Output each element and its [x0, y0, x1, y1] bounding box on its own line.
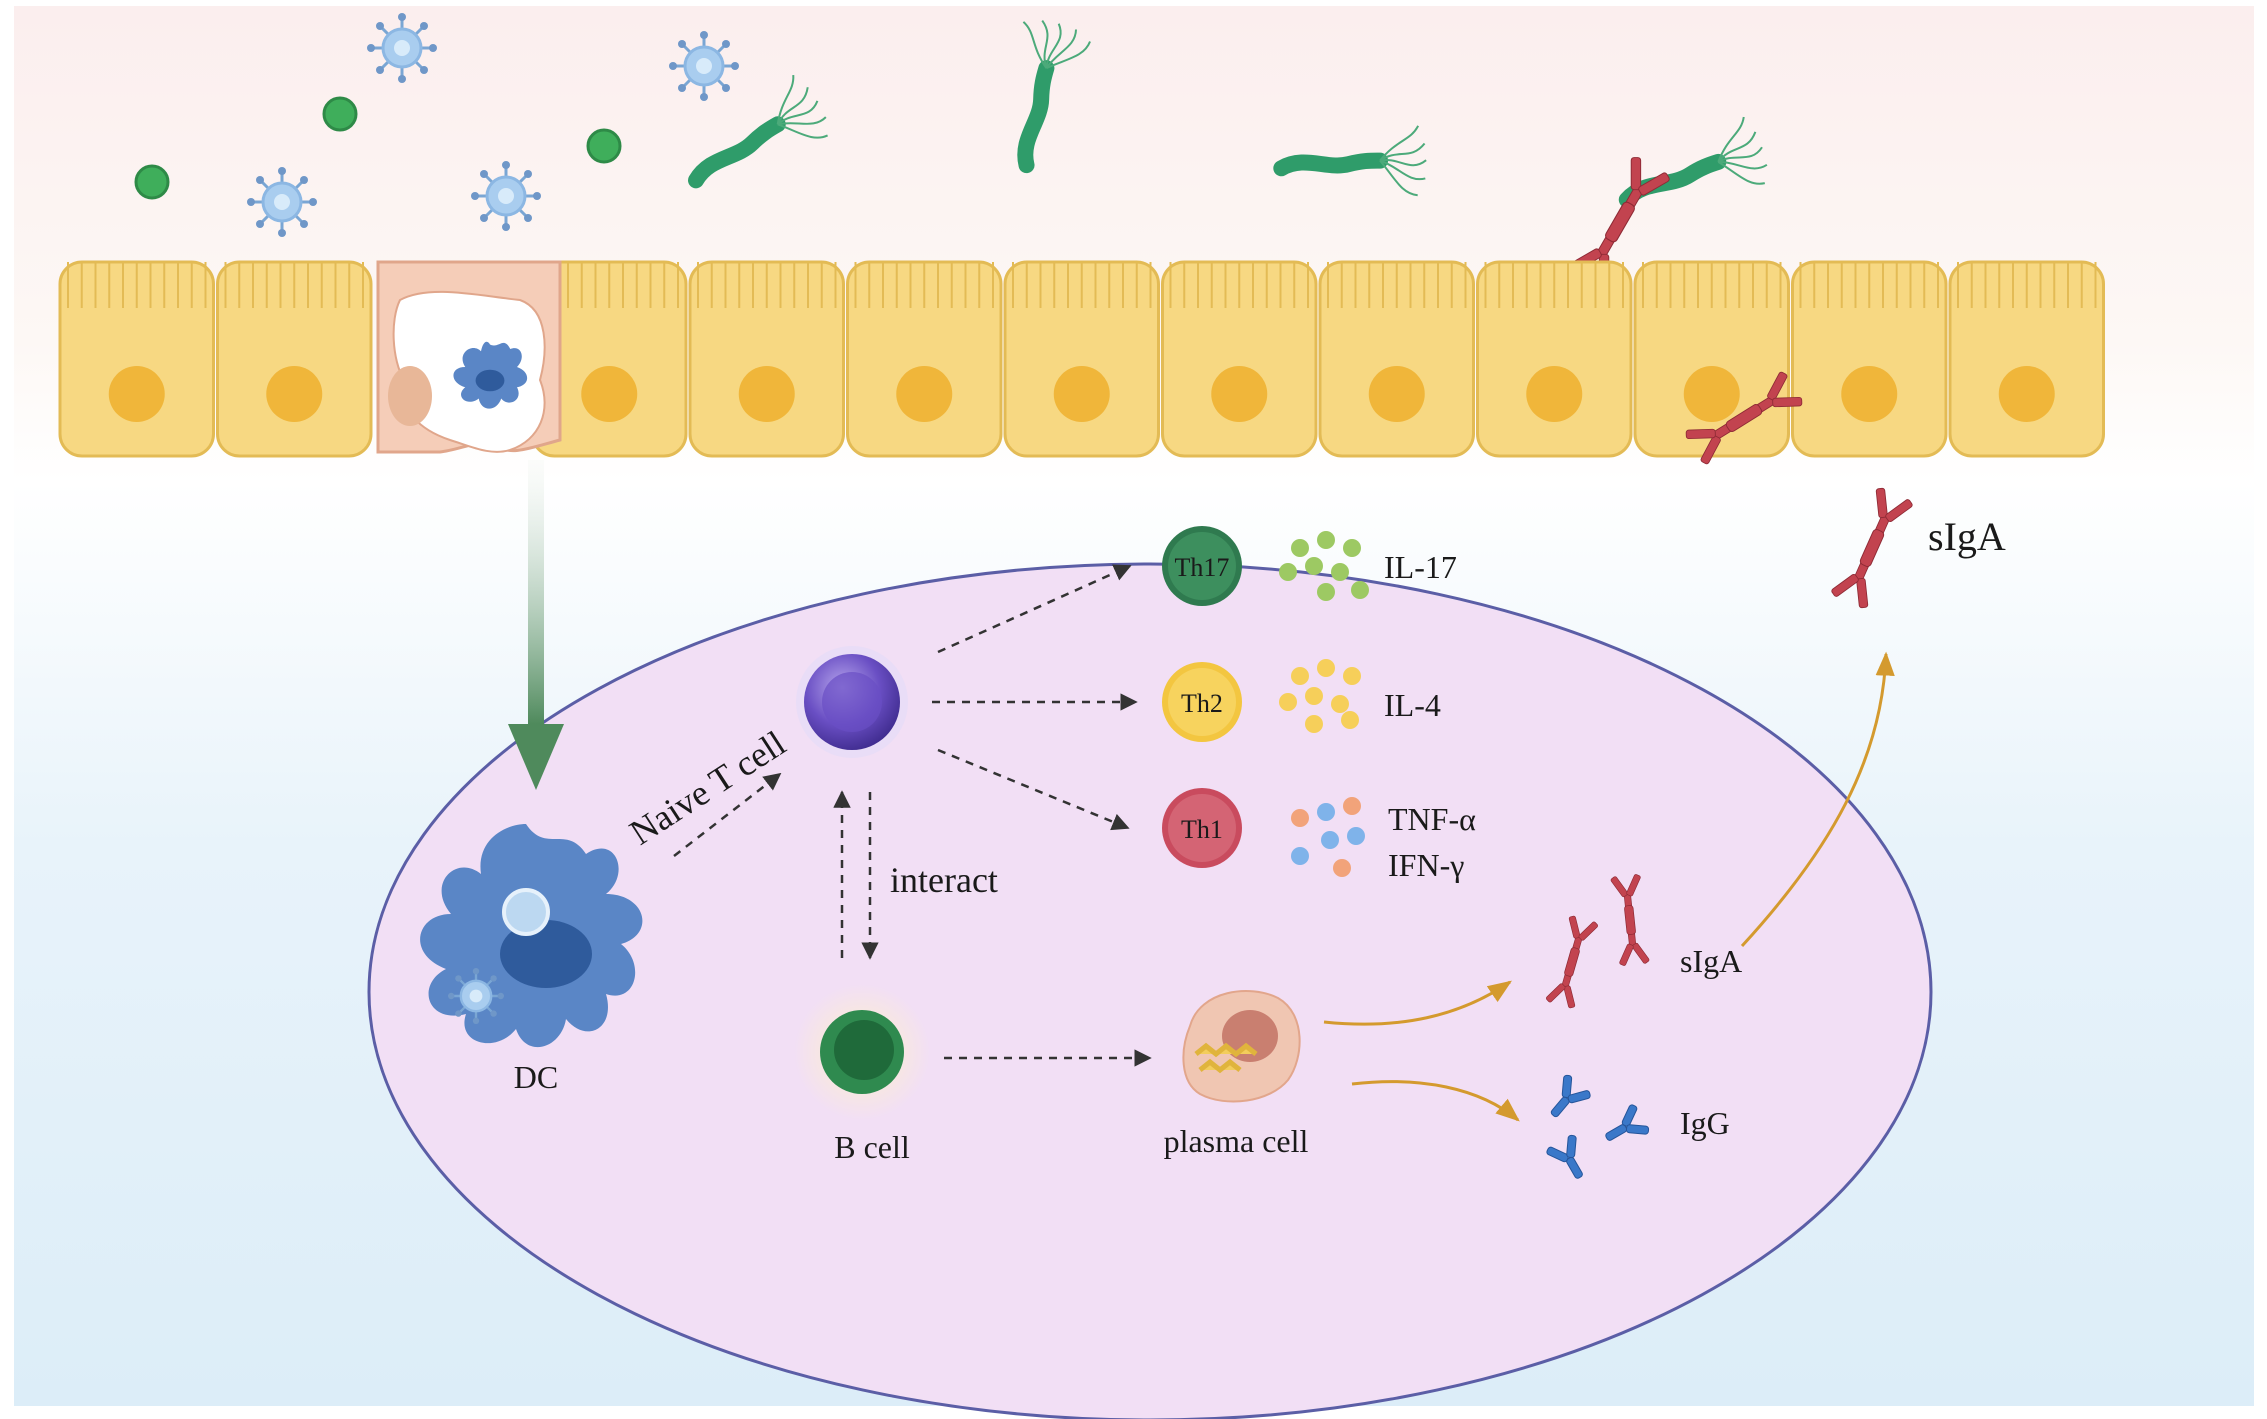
il17-cytokines-icon — [1279, 531, 1369, 601]
nucleus — [1683, 366, 1740, 422]
th1-label: Th1 — [1181, 815, 1223, 844]
tnf-ifn-cytokines-icon — [1291, 797, 1365, 877]
virus-icon — [365, 11, 439, 85]
interact-label: interact — [890, 860, 998, 900]
naive-t-cell-icon — [796, 646, 908, 758]
naive-t-to-th17-arrow — [937, 564, 1132, 654]
dc-migration-arrow — [508, 460, 564, 790]
plasma-cell-icon — [1182, 990, 1301, 1103]
th2-cell — [1162, 662, 1242, 742]
virus-icon — [469, 159, 543, 233]
m-cell — [376, 260, 562, 454]
nucleus — [266, 366, 323, 422]
b-cell-label: B cell — [834, 1129, 910, 1165]
bacteria-dot — [322, 96, 358, 132]
nucleus — [896, 366, 953, 422]
epithelial-cell — [688, 260, 845, 458]
virus-icon — [667, 29, 741, 103]
nucleus — [1053, 366, 1110, 422]
ifn-gamma-label: IFN-γ — [1388, 847, 1464, 883]
lamina-propria-ellipse — [367, 562, 1933, 1419]
epithelial-cell — [58, 260, 215, 458]
virus-icon — [245, 165, 319, 239]
plasma-to-igg-arrow — [1351, 1080, 1520, 1122]
nucleus — [1526, 366, 1583, 422]
il17-label: IL-17 — [1384, 549, 1457, 585]
nucleus — [738, 366, 795, 422]
il4-cytokines-icon — [1279, 659, 1361, 733]
naive-t-to-th1-arrow — [937, 748, 1130, 831]
dc-label: DC — [514, 1059, 558, 1095]
dashed-arrows — [673, 564, 1152, 1067]
epithelial-cell — [216, 260, 373, 458]
epithelial-layer — [58, 260, 2105, 458]
nucleus — [1211, 366, 1268, 422]
th17-label: Th17 — [1175, 553, 1230, 582]
plasma-to-siga-arrow — [1323, 980, 1512, 1026]
igg-label: IgG — [1680, 1105, 1730, 1141]
nucleus — [1998, 366, 2055, 422]
epithelial-cell — [1318, 260, 1475, 458]
epithelial-cell — [846, 260, 1003, 458]
bacteria-dot — [586, 128, 622, 164]
epithelial-cell — [1633, 260, 1790, 458]
th2-label: Th2 — [1181, 689, 1223, 718]
epithelial-cell — [1791, 260, 1948, 458]
bacteria-dot — [134, 164, 170, 200]
epithelial-cell — [1476, 260, 1633, 458]
epithelial-cell — [1003, 260, 1160, 458]
plasma-cell-label: plasma cell — [1164, 1123, 1309, 1159]
secretion-arrows — [1323, 651, 1895, 1122]
epithelial-cell — [1948, 260, 2105, 458]
dc-to-naive-t-arrow — [673, 772, 782, 857]
b-cell-icon — [794, 984, 930, 1120]
epithelial-cell — [1161, 260, 1318, 458]
th17-cell — [1162, 526, 1242, 606]
nucleus — [1368, 366, 1425, 422]
dc-cell-icon — [420, 824, 643, 1048]
lumen-pathogens — [134, 6, 1769, 291]
siga-secretion-arrow — [1740, 651, 1895, 948]
th1-cell — [1162, 788, 1242, 868]
nucleus — [108, 366, 165, 422]
siga-inner-label: sIgA — [1680, 943, 1742, 979]
nucleus — [1841, 366, 1898, 422]
tnf-alpha-label: TNF-α — [1388, 801, 1476, 837]
nucleus — [581, 366, 638, 422]
siga-outer-label: sIgA — [1928, 514, 2006, 559]
dc-in-m-cell-icon — [453, 341, 528, 409]
il4-label: IL-4 — [1384, 687, 1441, 723]
